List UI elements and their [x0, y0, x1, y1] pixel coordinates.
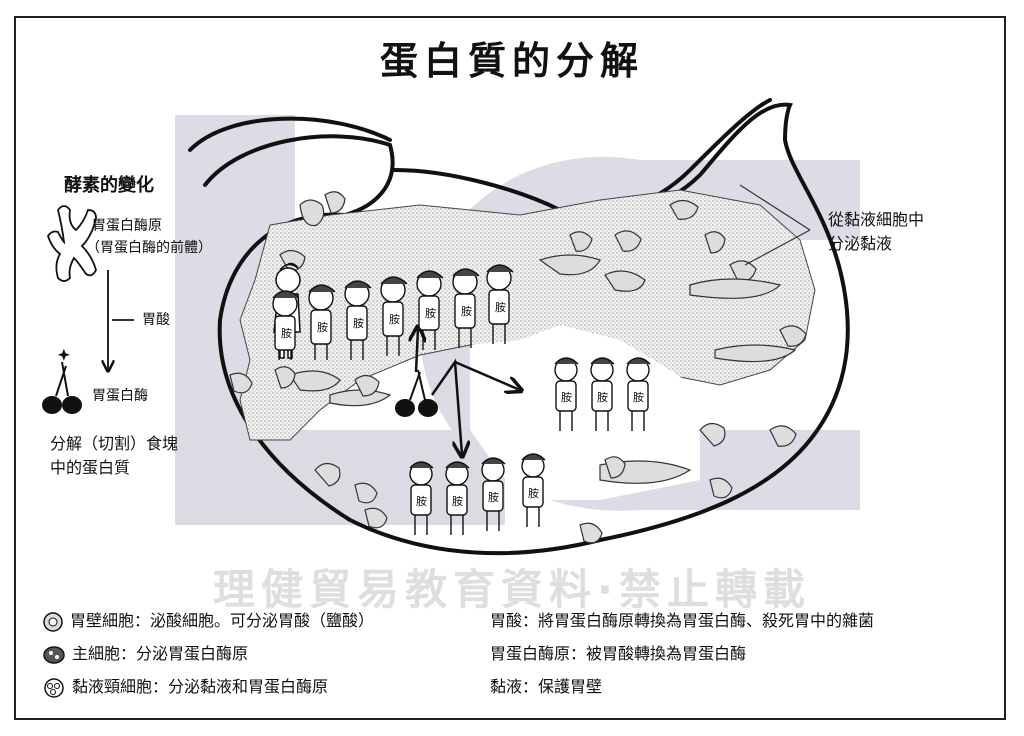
amino-acid-group-lower	[403, 452, 563, 540]
legend-mucous-neck: 黏液頸細胞：分泌黏液和胃蛋白酶原	[42, 676, 328, 699]
parietal-cell-icon	[43, 611, 63, 632]
enzyme-function-line2: 中的蛋白質	[50, 458, 131, 477]
enzyme-function-line1: 分解（切割）食塊	[50, 434, 179, 453]
scissors-icon	[395, 369, 438, 417]
page-title: 蛋白質的分解	[379, 38, 644, 83]
gastric-cells	[229, 191, 807, 544]
acid-arrow	[108, 270, 134, 370]
legend-mucous-neck-text: 黏液頸細胞：分泌黏液和胃蛋白酶原	[72, 677, 329, 696]
legend-parietal: 胃壁細胞：泌酸細胞。可分泌胃酸（鹽酸）	[42, 610, 374, 633]
enzyme-heading: 酵素的變化	[64, 175, 154, 196]
amino-label: 胺	[452, 495, 463, 508]
amino-label: 胺	[281, 327, 292, 340]
amino-acid-group-upper-figures	[265, 260, 525, 370]
amino-label: 胺	[495, 301, 506, 314]
cutting-arrows	[416, 328, 520, 455]
amino-label: 胺	[461, 305, 472, 318]
legend-parietal-text: 胃壁細胞：泌酸細胞。可分泌胃酸（鹽酸）	[70, 611, 375, 630]
legend-mucus-desc: 黏液：保護胃壁	[490, 677, 603, 696]
pepsinogen-note: （胃蛋白酶的前體）	[86, 240, 212, 256]
amino-label: 胺	[317, 321, 328, 334]
acid-label: 胃酸	[142, 312, 170, 328]
legend-chief: 主細胞：分泌胃蛋白酶原	[42, 643, 248, 666]
pepsinogen-icon	[47, 205, 97, 282]
legend-acid-desc: 胃酸：將胃蛋白酶原轉換為胃蛋白酶、殺死胃中的雜菌	[490, 611, 875, 630]
mucus-pointer-lines	[739, 184, 811, 266]
pepsinogen-label: 胃蛋白酶原	[92, 218, 162, 234]
pepsin-label: 胃蛋白酶	[92, 388, 148, 404]
amino-label: 胺	[488, 491, 499, 504]
chief-cell-icon	[43, 645, 65, 664]
amino-label: 胺	[633, 391, 644, 404]
mucus-note-line1: 從黏液細胞中	[828, 210, 925, 229]
pepsin-scissors-icon	[42, 348, 82, 414]
page-frame	[14, 16, 1006, 720]
amino-label: 胺	[353, 317, 364, 330]
legend-pepsinogen-desc: 胃蛋白酶原：被胃酸轉換為胃蛋白酶	[490, 644, 747, 663]
amino-acid-group-right	[548, 356, 663, 438]
amino-label: 胺	[389, 313, 400, 326]
amino-label: 胺	[597, 391, 608, 404]
amino-label: 胺	[425, 307, 436, 320]
mucous-neck-cell-icon	[44, 677, 64, 698]
amino-label: 胺	[528, 487, 539, 500]
mucus-note-line2: 分泌黏液	[828, 234, 893, 253]
legend-chief-text: 主細胞：分泌胃蛋白酶原	[72, 644, 249, 663]
watermark-text: 理健貿易教育資料·禁止轉載	[213, 565, 811, 614]
amino-label: 胺	[416, 495, 427, 508]
amino-label: 胺	[561, 391, 572, 404]
